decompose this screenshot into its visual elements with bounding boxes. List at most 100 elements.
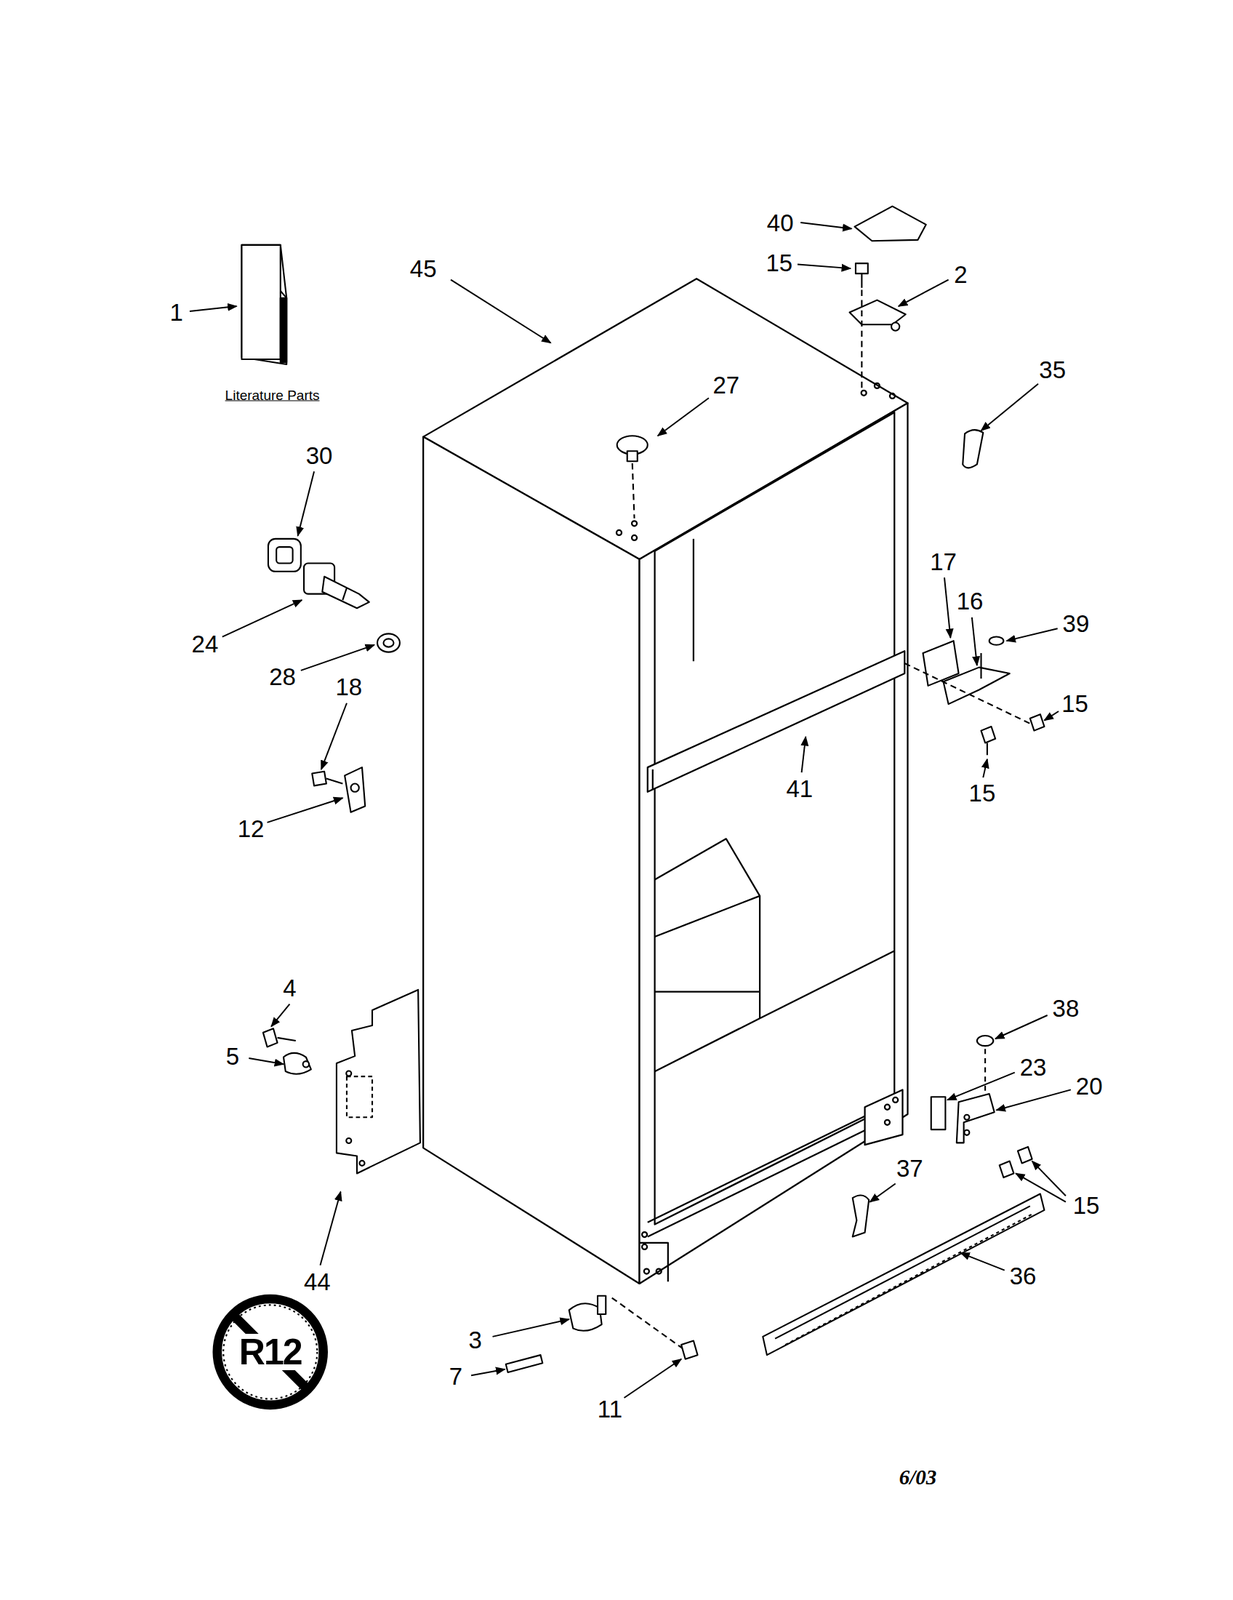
drawing-stroke	[311, 771, 327, 786]
drawing-stroke	[944, 577, 951, 638]
leader-lines	[189, 222, 1071, 1398]
drawing-stroke	[981, 383, 1039, 432]
callout-number: 15	[969, 780, 996, 805]
drawing-stroke	[956, 1093, 995, 1143]
drawing-stroke	[947, 1072, 1015, 1100]
drawing-stroke	[639, 1242, 669, 1281]
callout-number: 1	[169, 300, 183, 325]
drawing-stroke	[627, 450, 638, 461]
drawing-stroke	[624, 1358, 682, 1398]
drawing-stroke	[326, 778, 343, 784]
literature-label: Literature Parts	[225, 387, 320, 402]
callout-number: 44	[303, 1268, 331, 1293]
drawing-stroke	[321, 703, 347, 770]
drawing-stroke	[222, 599, 302, 637]
callout-number: 15	[1073, 1192, 1100, 1217]
callout-number: 17	[929, 548, 957, 573]
drawing-stroke	[1017, 1146, 1033, 1163]
drawing-stroke	[995, 1014, 1048, 1039]
drawing-stroke	[450, 279, 551, 344]
drawing-stroke	[884, 1104, 890, 1110]
drawing-stroke	[852, 1194, 869, 1236]
drawing-stroke	[981, 726, 996, 743]
callout-number: 23	[1019, 1054, 1047, 1079]
drawing-stroke	[597, 1295, 606, 1314]
parts	[241, 206, 1044, 1372]
drawing-stroke	[346, 1075, 373, 1117]
callout-number: 27	[712, 372, 740, 397]
drawing-stroke	[241, 245, 280, 360]
drawing-stroke	[271, 1003, 290, 1027]
drawing-stroke	[759, 950, 895, 1019]
callout-number: 3	[468, 1326, 483, 1351]
drawing-stroke	[762, 1193, 1044, 1355]
drawing-stroke	[647, 1123, 878, 1236]
drawing-stroke	[612, 1297, 684, 1349]
callout-number: 5	[226, 1043, 240, 1068]
drawing-stroke	[655, 412, 895, 1225]
callout-number: 37	[896, 1155, 924, 1180]
drawing-stroke	[861, 390, 867, 396]
drawing-stroke	[377, 633, 400, 652]
drawing-stroke	[996, 1089, 1071, 1110]
drawing-stroke	[342, 587, 347, 600]
drawing-stroke	[336, 989, 421, 1174]
drawing-stroke	[267, 797, 344, 823]
callout-number: 38	[1052, 995, 1080, 1020]
drawing-stroke	[860, 290, 863, 389]
drawing-stroke	[346, 1137, 352, 1143]
callout-number: 39	[1062, 611, 1090, 636]
drawing-stroke	[241, 245, 287, 365]
drawing-stroke	[964, 1114, 970, 1120]
drawing-stroke	[471, 1368, 505, 1375]
drawing-stroke	[977, 1035, 994, 1046]
drawing-stroke	[641, 1243, 648, 1249]
drawing-stroke	[217, 1298, 324, 1405]
callout-number: 30	[306, 442, 333, 467]
drawing-stroke	[904, 663, 1032, 725]
callout-number: 20	[1075, 1073, 1103, 1098]
drawing-stroke	[344, 766, 365, 813]
callout-number: 36	[1009, 1262, 1037, 1287]
drawing-stroke	[276, 546, 293, 563]
no-r12-text: R12	[237, 1333, 304, 1370]
drawing-stroke	[884, 1119, 890, 1125]
callout-number: 2	[953, 262, 967, 287]
drawing-stroke	[1006, 628, 1058, 641]
drawing-stroke	[655, 838, 760, 1018]
drawing-stroke	[631, 520, 637, 526]
drawing-stroke	[383, 638, 394, 647]
drawing-stroke	[652, 769, 654, 790]
drawing-stroke	[1030, 713, 1045, 730]
drawing-stroke	[1043, 711, 1059, 721]
callout-number: 11	[597, 1396, 623, 1421]
drawing-stroke	[656, 1268, 662, 1274]
drawing-stroke	[359, 1160, 365, 1166]
drawing-stroke	[657, 397, 709, 436]
drawing-stroke	[892, 1097, 898, 1103]
drawing-stroke	[774, 1205, 1031, 1338]
callout-number: 4	[282, 974, 296, 999]
drawing-stroke	[865, 1089, 903, 1145]
drawing-stroke	[962, 429, 983, 468]
drawing-stroke	[616, 529, 622, 536]
drawing-stroke	[505, 1354, 544, 1372]
drawing-stroke	[655, 990, 760, 993]
drawing-stroke	[223, 1304, 317, 1399]
drawing-stroke	[644, 1268, 650, 1274]
drawing-stroke	[891, 322, 900, 331]
callout-number: 35	[1038, 356, 1066, 381]
drawing-stroke	[989, 636, 1004, 645]
drawing-stroke	[351, 783, 360, 792]
drawing-stroke	[898, 279, 949, 307]
drawing-stroke	[849, 300, 906, 325]
drawing-stroke	[1032, 1161, 1066, 1196]
drawing-stroke	[268, 538, 301, 572]
drawing-stroke	[283, 1052, 312, 1074]
drawing-stroke	[639, 402, 909, 1284]
drawing-stroke	[631, 535, 637, 541]
no-r12-symbol	[217, 1298, 324, 1405]
drawing-stroke	[569, 1302, 602, 1331]
drawing-stroke	[999, 1161, 1015, 1178]
